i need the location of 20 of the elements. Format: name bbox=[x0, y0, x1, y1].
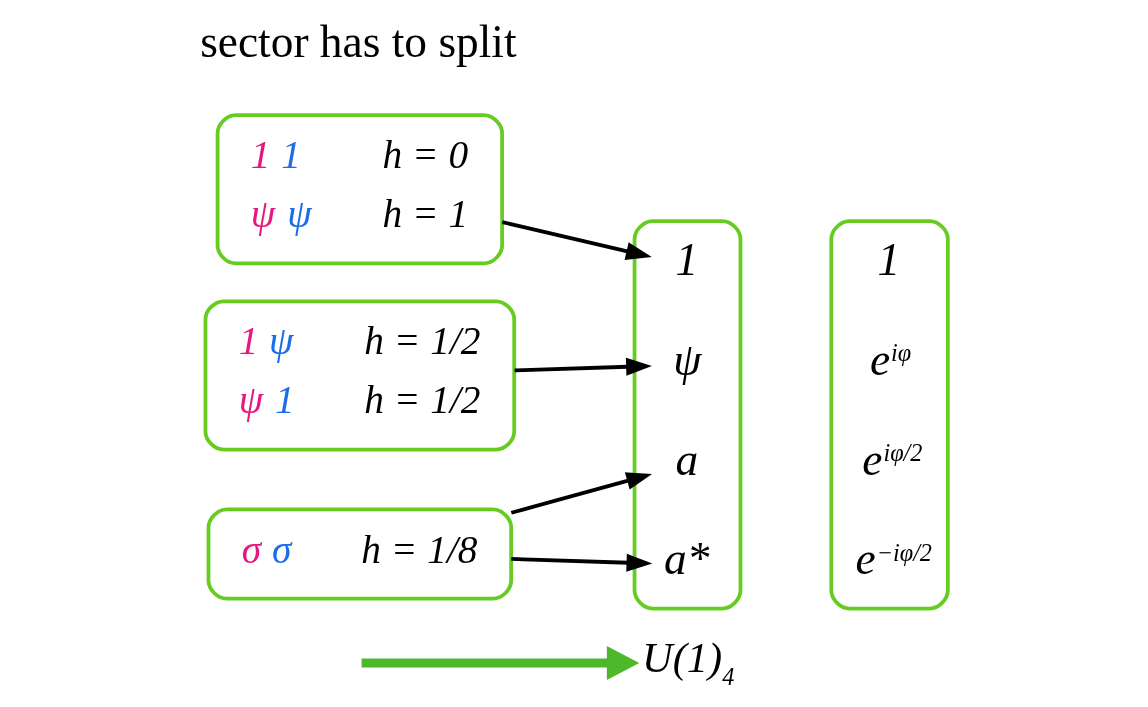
node-text: e$^{−iφ/2}$ bbox=[855, 534, 932, 585]
arrow bbox=[514, 357, 652, 376]
arrow bbox=[501, 220, 652, 260]
node-text: ψ bbox=[673, 334, 702, 385]
node-box: 1 1 h = 0 ψ ψ h = 1 bbox=[215, 113, 504, 266]
node-text: 1 bbox=[675, 234, 699, 285]
node-text: a* bbox=[664, 534, 710, 585]
arrow bbox=[361, 645, 640, 681]
node-text: e$^{iφ}$ bbox=[869, 334, 912, 385]
node-box: 1 ψ h = 1/2 ψ 1 h = 1/2 bbox=[203, 299, 517, 452]
node-text: U(1)$_{4}$ bbox=[642, 633, 735, 691]
cluster bbox=[632, 219, 743, 611]
cluster bbox=[829, 219, 950, 611]
node-text: e$^{iφ/2}$ bbox=[862, 434, 923, 485]
node-box: σ σ h = 1/8 bbox=[206, 507, 514, 601]
node-text: 1 bbox=[877, 234, 901, 285]
label: sector has to split bbox=[200, 16, 517, 67]
arrow bbox=[511, 553, 653, 572]
arrow bbox=[510, 472, 653, 515]
node-text: a bbox=[675, 434, 699, 485]
